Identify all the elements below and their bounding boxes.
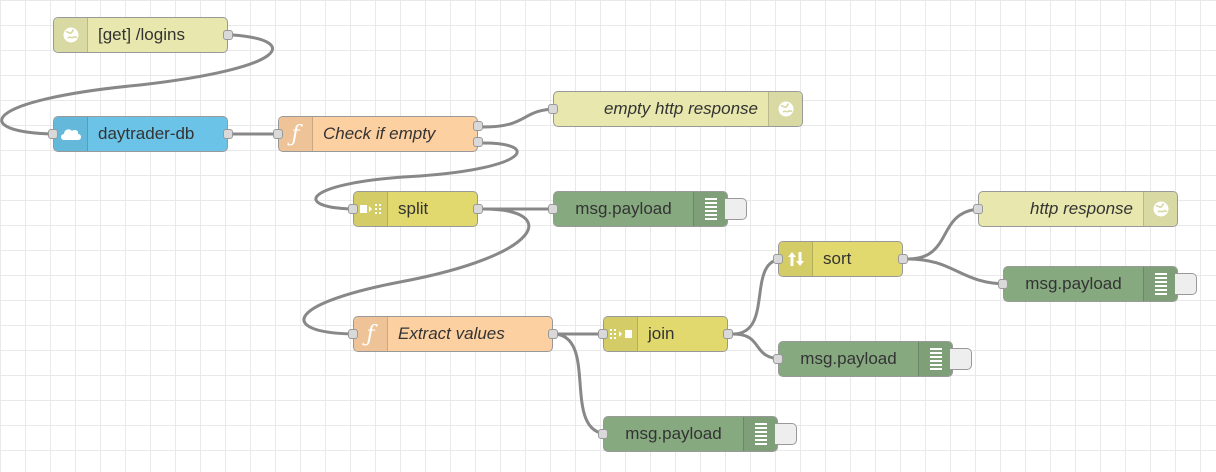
globe-icon (1143, 192, 1177, 226)
debug-node[interactable]: msg.payload (548, 191, 747, 227)
cloud-icon (54, 117, 88, 151)
input-port[interactable] (773, 354, 783, 364)
wire-split-to-extract[interactable] (302, 207, 531, 336)
node-label: Check if empty (323, 124, 436, 143)
globe-icon (54, 18, 88, 52)
debug-toggle-button[interactable] (775, 423, 797, 445)
input-port[interactable] (548, 104, 558, 114)
input-port[interactable] (548, 204, 558, 214)
node-label: split (398, 199, 429, 218)
debug-list-icon (743, 417, 777, 451)
join-node[interactable]: join (598, 316, 733, 352)
node-label: msg.payload (800, 349, 897, 368)
wire-sort-to-http-response[interactable] (906, 207, 985, 261)
node-label: msg.payload (625, 424, 722, 443)
debug-toggle-button[interactable] (725, 198, 747, 220)
database-node[interactable]: daytrader-db (48, 116, 233, 152)
http-in-node[interactable]: [get] /logins (53, 17, 233, 53)
input-port[interactable] (998, 279, 1008, 289)
input-port[interactable] (598, 429, 608, 439)
wire-http-in-to-db[interactable] (0, 33, 275, 136)
split-node[interactable]: split (348, 191, 483, 227)
split-icon (354, 192, 388, 226)
input-port[interactable] (773, 254, 783, 264)
node-label: daytrader-db (98, 124, 195, 143)
globe-icon (768, 92, 802, 126)
wire-check-to-split[interactable] (314, 141, 519, 211)
input-port[interactable] (973, 204, 983, 214)
output-port[interactable] (548, 329, 558, 339)
output-port[interactable] (223, 30, 233, 40)
node-label: [get] /logins (98, 25, 185, 44)
debug-list-icon (918, 342, 952, 376)
output-port-2[interactable] (473, 137, 483, 147)
output-port[interactable] (223, 129, 233, 139)
node-label: Extract values (398, 324, 505, 343)
function-icon: ƒ (354, 317, 388, 351)
function-node-check-empty[interactable]: ƒ Check if empty (273, 116, 483, 152)
input-port[interactable] (348, 204, 358, 214)
wire-check-to-empty-response[interactable] (481, 107, 560, 129)
debug-toggle-button[interactable] (1175, 273, 1197, 295)
node-label: empty http response (603, 99, 758, 118)
wire-extract-to-debug4[interactable] (551, 332, 610, 436)
output-port[interactable] (473, 204, 483, 214)
node-label: sort (823, 249, 852, 268)
input-port[interactable] (598, 329, 608, 339)
input-port[interactable] (48, 129, 58, 139)
debug-node[interactable]: msg.payload (598, 416, 797, 452)
node-label: msg.payload (1025, 274, 1122, 293)
output-port[interactable] (898, 254, 908, 264)
http-response-node-empty[interactable]: empty http response (548, 91, 803, 127)
node-label: http response (1029, 199, 1133, 218)
debug-node[interactable]: msg.payload (773, 341, 972, 377)
debug-list-icon (693, 192, 727, 226)
debug-list-icon (1143, 267, 1177, 301)
node-label: msg.payload (575, 199, 672, 218)
http-response-node[interactable]: http response (973, 191, 1178, 227)
wire-join-to-sort[interactable] (731, 257, 785, 336)
sort-node[interactable]: sort (773, 241, 908, 277)
input-port[interactable] (273, 129, 283, 139)
wire-sort-to-debug2[interactable] (906, 257, 1010, 286)
function-icon: ƒ (279, 117, 313, 151)
output-port-1[interactable] (473, 121, 483, 131)
join-icon (604, 317, 638, 351)
output-port[interactable] (723, 329, 733, 339)
sort-icon (779, 242, 813, 276)
debug-node[interactable]: msg.payload (998, 266, 1197, 302)
node-label: join (648, 324, 675, 343)
debug-toggle-button[interactable] (950, 348, 972, 370)
function-node-extract-values[interactable]: ƒ Extract values (348, 316, 558, 352)
input-port[interactable] (348, 329, 358, 339)
